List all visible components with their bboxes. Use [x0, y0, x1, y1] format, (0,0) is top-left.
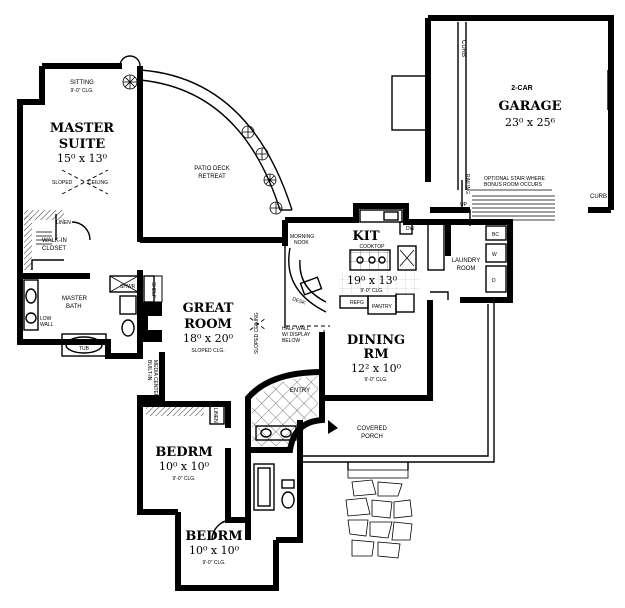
bedrm1-label: BEDRM	[155, 445, 212, 460]
dining-label-2: RM	[363, 347, 388, 362]
low-wall-2: WALL	[40, 322, 54, 328]
entry-label: ENTRY	[290, 388, 310, 394]
great-label-1: GREAT	[183, 301, 234, 316]
master-sloped: SLOPED	[52, 180, 73, 186]
laundry-label-1: LAUNDRY	[452, 258, 481, 264]
patio-label-2: RETREAT	[198, 174, 226, 180]
stone-walkway	[345, 469, 413, 559]
kit-dim: 19⁰ x 13⁰	[347, 274, 398, 287]
curb-right: CURB	[590, 194, 607, 200]
closet-label-2: CLOSET	[42, 246, 66, 252]
garage	[391, 15, 614, 226]
entry	[245, 368, 338, 453]
sitting-note: 9'-0" CLG.	[70, 88, 93, 94]
garage-label-1: 2-CAR	[511, 85, 532, 92]
porch-label-1: COVERED	[357, 426, 387, 432]
cooktop-label: COOKTOP	[360, 244, 386, 250]
media-2: MEDIA CENTER	[152, 360, 158, 398]
bedrm1-dim: 10⁰ x 10⁰	[159, 460, 210, 473]
mbath-label-2: BATH	[66, 304, 82, 310]
morning-1: MORNING	[290, 234, 314, 240]
kit-note: 9'-0" CLG.	[360, 288, 383, 294]
desk-label: DESK	[291, 296, 306, 307]
half-wall-2: W/ DISPLAY	[282, 332, 311, 338]
half-wall-3: BELOW	[282, 338, 300, 344]
morning-2: NOOK	[294, 240, 309, 246]
bath-label: BATH	[270, 448, 286, 454]
fireplace	[140, 275, 163, 342]
tub-label-1: GARDEN	[73, 340, 95, 346]
stair-note-1: OPTIONAL STAIR WHERE	[484, 176, 546, 182]
labels: 2-CAR GARAGE 23⁰ x 25⁶ CURB CURB OPTIONA…	[40, 40, 607, 566]
pantry-label: PANTRY	[372, 304, 392, 310]
stair-note-2: BONUS ROOM OCCURS	[484, 182, 542, 188]
bedrm1-linen: LINEN	[212, 408, 218, 423]
stair-up: UP	[460, 202, 468, 208]
closet-linen: LINEN	[56, 220, 71, 226]
half-wall-1: HALF WALL	[282, 326, 310, 332]
great-sloped-ceiling: SLOPED CEILING	[254, 312, 260, 354]
shelf-label: SHELF	[150, 282, 156, 298]
dining-note: 9'-0" CLG.	[364, 377, 387, 383]
dining-label-1: DINING	[347, 333, 405, 348]
plant-icons	[122, 74, 283, 215]
refg-label: REFG	[350, 300, 364, 306]
garage-label-2: GARAGE	[498, 99, 561, 114]
bedrm2-note: 9'-0" CLG.	[202, 560, 225, 566]
bedrm2-label: BEDRM	[185, 529, 242, 544]
shwr-label: SHWR	[120, 284, 136, 290]
laundry-w: W	[492, 252, 497, 258]
garage-dim: 23⁰ x 25⁶	[505, 116, 556, 129]
dining-dim: 12² x 10⁰	[351, 362, 402, 375]
railing-label: RAILING	[464, 174, 470, 194]
bedrm1-note: 9'-0" CLG.	[172, 476, 195, 482]
low-wall-1: LOW	[40, 316, 52, 322]
tub-label-2: TUB	[79, 346, 90, 352]
great-dim: 18⁰ x 20⁰	[183, 332, 234, 345]
laundry-d: D	[492, 278, 496, 284]
porch-label-2: PORCH	[361, 434, 383, 440]
sitting-label: SITTING	[70, 80, 94, 86]
curb-top: CURB	[460, 40, 466, 57]
kitchen	[282, 203, 451, 315]
laundry-label-2: ROOM	[457, 266, 476, 272]
great-note: SLOPED CLG.	[191, 348, 224, 354]
media-1: BUILT-IN	[146, 360, 152, 381]
master-suite	[17, 55, 285, 243]
patio-deck	[122, 69, 293, 215]
covered-porch	[300, 298, 510, 559]
great-label-2: ROOM	[184, 317, 232, 332]
mbath-label-1: MASTER	[62, 296, 88, 302]
bedrm2-dim: 10⁰ x 10⁰	[189, 544, 240, 557]
kit-label: KIT	[352, 229, 379, 244]
master-label-1: MASTER	[50, 121, 114, 136]
master-dim: 15⁰ x 13⁰	[57, 152, 108, 165]
master-label-2: SUITE	[59, 137, 105, 152]
closet-label-1: WALK-IN	[42, 238, 67, 244]
patio-label-1: PATIO DECK	[194, 166, 229, 172]
bedroom-2	[175, 512, 279, 591]
dw-label: DW	[406, 226, 415, 232]
laundry-bc: BC	[492, 232, 499, 238]
master-ceiling: CEILING	[88, 180, 108, 186]
